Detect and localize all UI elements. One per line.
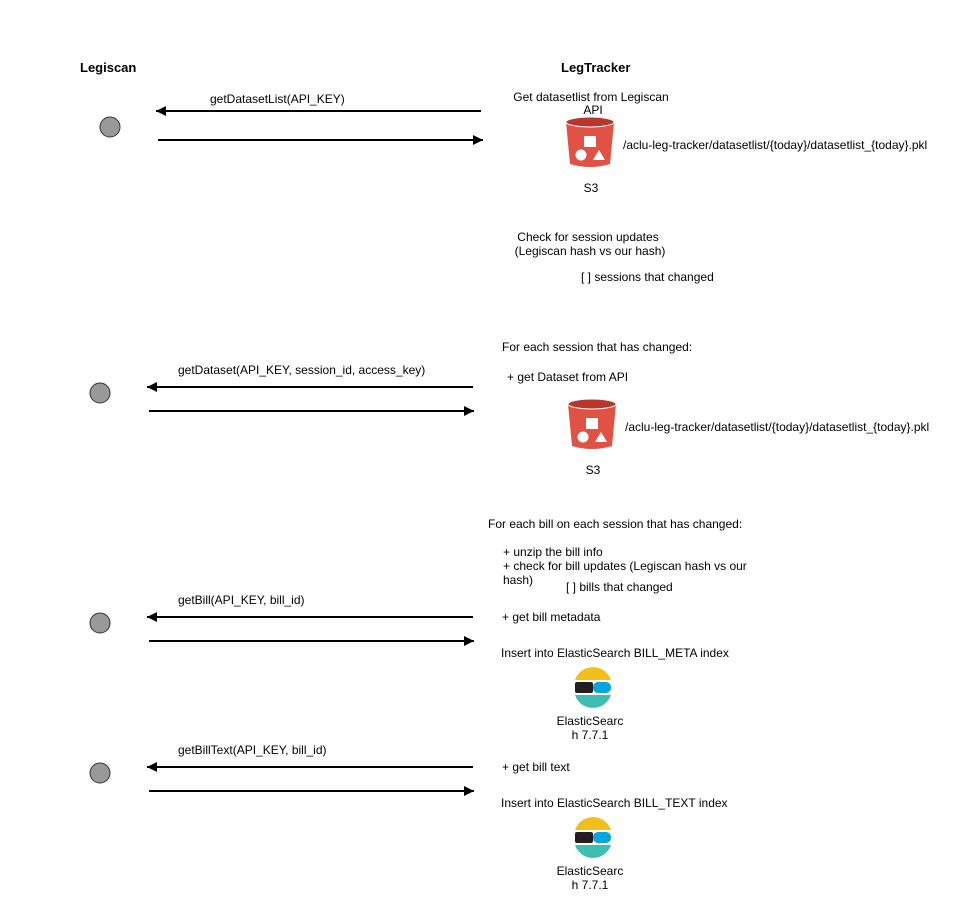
call-label-getbill: getBill(API_KEY, bill_id) [178,593,305,607]
elasticsearch-label-line2: h 7.7.1 [572,728,609,742]
for-each-session-header: For each session that has changed: [502,340,692,354]
elasticsearch-icon [575,817,611,858]
action-get-bill-text: + get bill text [502,760,570,774]
check-session-updates-line2: (Legiscan hash vs our hash) [515,244,666,258]
call-label-getbilltext: getBillText(API_KEY, bill_id) [178,743,327,757]
s3-label: S3 [584,181,599,195]
action-get-bill-metadata: + get bill metadata [502,610,601,624]
legiscan-node-4 [89,762,111,784]
sessions-changed-list: [ ] sessions that changed [581,270,714,284]
s3-label: S3 [586,463,601,477]
lane-header-legiscan: Legiscan [80,60,136,75]
check-session-updates: Check for session updates [517,230,658,244]
for-each-bill-header: For each bill on each session that has c… [488,517,742,531]
note-get-datasetlist: Get datasetlist from Legiscan [513,90,668,104]
lane-header-legtracker: LegTracker [561,60,630,75]
check-bill-updates-line2: hash) [503,573,533,587]
s3-bucket-icon [567,398,617,450]
bills-changed-list: [ ] bills that changed [566,580,673,594]
call-label-getdatasetlist: getDatasetList(API_KEY) [210,92,345,106]
s3-path-label: /aclu-leg-tracker/datasetlist/{today}/da… [625,420,929,434]
elasticsearch-label-line2: h 7.7.1 [572,878,609,892]
insert-bill-meta: Insert into ElasticSearch BILL_META inde… [501,646,729,660]
s3-path-label: /aclu-leg-tracker/datasetlist/{today}/da… [623,138,927,152]
call-label-getdataset: getDataset(API_KEY, session_id, access_k… [178,363,425,377]
legiscan-node-3 [89,612,111,634]
elasticsearch-icon [575,667,611,708]
insert-bill-text: Insert into ElasticSearch BILL_TEXT inde… [501,796,728,810]
legiscan-node-1 [99,116,121,138]
unzip-bill-info: + unzip the bill info [503,545,603,559]
note-get-datasetlist-line2: API [583,103,602,117]
elasticsearch-label: ElasticSearc [557,714,624,728]
s3-bucket-icon [565,116,615,168]
legiscan-node-2 [89,382,111,404]
check-bill-updates: + check for bill updates (Legiscan hash … [503,559,747,573]
action-get-dataset: + get Dataset from API [507,370,628,384]
elasticsearch-label: ElasticSearc [557,864,624,878]
